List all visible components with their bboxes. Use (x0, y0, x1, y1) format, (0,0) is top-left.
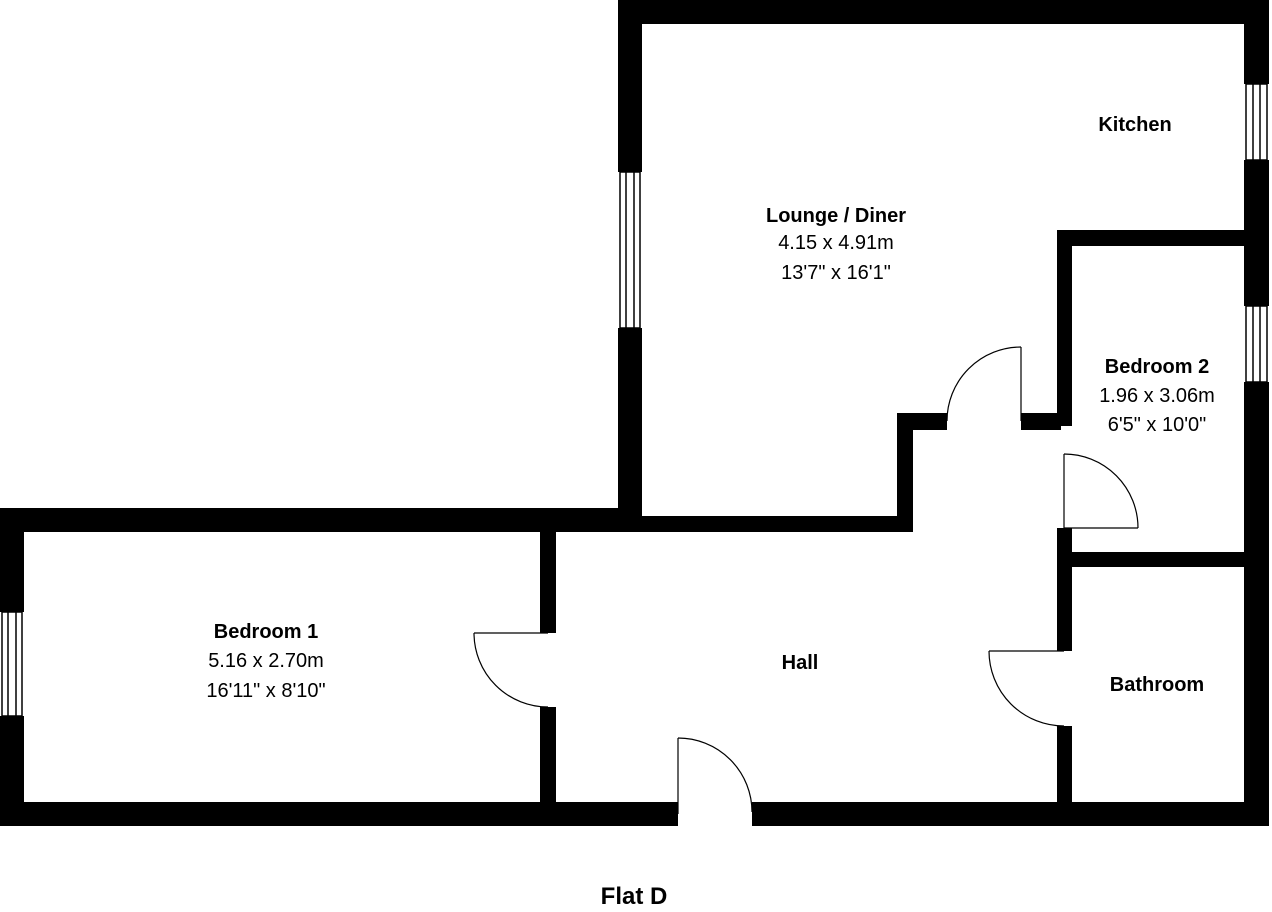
room-kitchen: Kitchen (1098, 114, 1171, 136)
doors (473, 346, 1139, 814)
wall-bath-left-lower (1057, 726, 1072, 811)
room-bathroom: Bathroom (1110, 674, 1204, 696)
windows (1, 83, 1268, 717)
wall-bottom-left (0, 802, 678, 826)
window-kitchen (1245, 83, 1268, 161)
room-lounge: Lounge / Diner 4.15 x 4.91m 13'7" x 16'1… (766, 205, 906, 284)
wall-right-kitchen (1244, 0, 1269, 84)
wall-lounge-step-vertical (897, 413, 913, 532)
wall-lounge-left-lower (618, 328, 642, 532)
wall-kitchen-bed2 (1057, 230, 1257, 246)
wall-bed2-left (1057, 230, 1072, 426)
walls (0, 0, 1269, 826)
room-name: Bedroom 1 (214, 621, 318, 643)
room-name: Hall (782, 652, 819, 674)
room-metric: 5.16 x 2.70m (208, 650, 324, 672)
door-bedroom1 (473, 632, 549, 708)
room-metric: 1.96 x 3.06m (1099, 385, 1215, 407)
room-imperial: 6'5" x 10'0" (1108, 414, 1207, 436)
room-hall: Hall (782, 652, 819, 674)
room-imperial: 16'11" x 8'10" (206, 680, 325, 702)
wall-lounge-step-right (1021, 413, 1061, 430)
room-imperial: 13'7" x 16'1" (781, 262, 891, 284)
room-name: Bathroom (1110, 674, 1204, 696)
room-bedroom2: Bedroom 2 1.96 x 3.06m 6'5" x 10'0" (1099, 356, 1215, 436)
window-bedroom2 (1245, 305, 1268, 383)
door-entrance (677, 737, 753, 814)
door-bedroom2 (1063, 453, 1139, 529)
wall-bottom-right (752, 802, 1269, 826)
wall-bed1-left (0, 508, 24, 612)
wall-right-bed2 (1244, 382, 1269, 826)
room-bedroom1: Bedroom 1 5.16 x 2.70m 16'11" x 8'10" (206, 621, 325, 702)
door-bathroom (988, 650, 1065, 727)
plan-title: Flat D (601, 883, 668, 910)
wall-bed1-right (540, 532, 556, 633)
wall-bed2-bath (1057, 552, 1257, 567)
room-metric: 4.15 x 4.91m (778, 232, 894, 254)
door-lounge (946, 346, 1022, 422)
wall-bed1-right-lower (540, 707, 556, 811)
wall-bed1-top (0, 508, 642, 532)
wall-top (618, 0, 1269, 24)
wall-lounge-left (618, 0, 642, 172)
window-lounge (619, 171, 641, 329)
wall-bath-left (1057, 552, 1072, 651)
wall-lounge-bottom (618, 516, 913, 532)
window-bedroom1 (1, 611, 23, 717)
wall-bed2-left-lower (1057, 528, 1072, 552)
room-name: Lounge / Diner (766, 205, 906, 227)
room-name: Kitchen (1098, 114, 1171, 136)
room-name: Bedroom 2 (1105, 356, 1209, 378)
